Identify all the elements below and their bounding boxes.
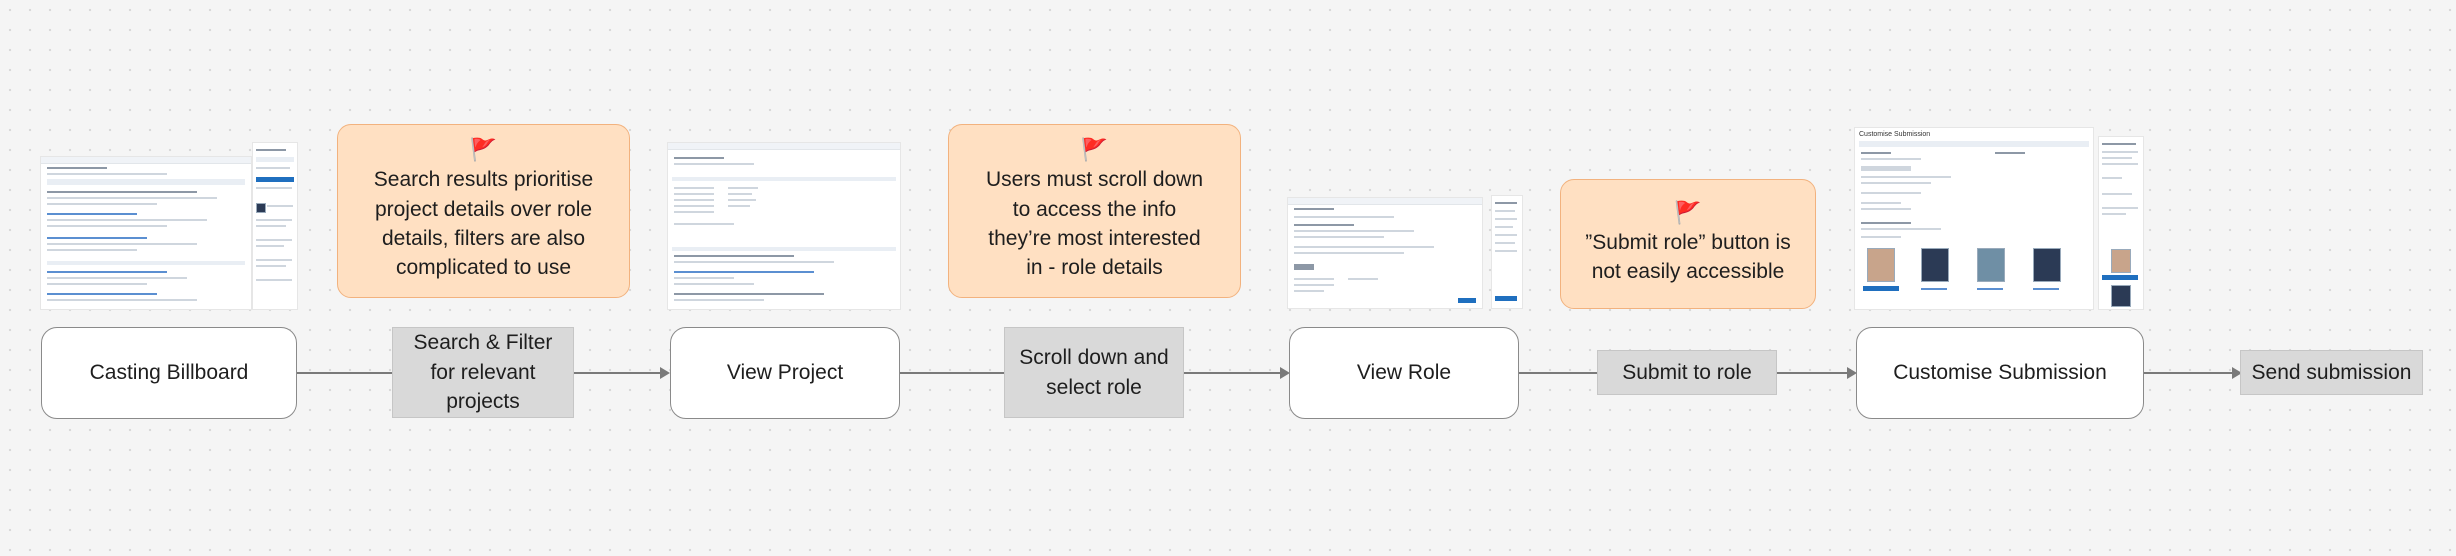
stage-customise-submission[interactable]: Customise Submission — [1856, 327, 2144, 419]
action-scroll-select-role: Scroll down and select role — [1004, 327, 1184, 418]
thumbnail-view-project — [668, 143, 900, 309]
red-flag-icon: 🚩 — [1674, 199, 1702, 225]
arrowhead-icon — [2232, 367, 2242, 379]
red-flag-icon: 🚩 — [1080, 137, 1109, 163]
arrowhead-icon — [660, 367, 670, 379]
pain-point-note-scroll: 🚩 Users must scroll down to access the i… — [948, 124, 1241, 298]
thumbnail-casting-billboard — [41, 157, 251, 309]
stage-view-project[interactable]: View Project — [670, 327, 900, 419]
pain-point-note-search: 🚩 Search results prioritise project deta… — [337, 124, 630, 298]
pain-point-text: Search results prioritise project detail… — [373, 168, 594, 280]
thumbnail-casting-filters — [253, 143, 297, 309]
connector-line — [2144, 372, 2240, 374]
pain-point-text: ”Submit role” button is not easily acces… — [1585, 230, 1791, 283]
pain-point-text: Users must scroll down to access the inf… — [985, 168, 1204, 280]
stage-casting-billboard[interactable]: Casting Billboard — [41, 327, 297, 419]
action-search-filter: Search & Filter for relevant projects — [392, 327, 574, 418]
thumbnail-view-role-side — [1492, 196, 1522, 308]
stage-view-role[interactable]: View Role — [1289, 327, 1519, 419]
thumbnail-customise-side — [2099, 137, 2143, 309]
red-flag-icon: 🚩 — [469, 137, 498, 163]
pain-point-note-submit: 🚩 ”Submit role” button is not easily acc… — [1560, 179, 1816, 309]
arrowhead-icon — [1847, 367, 1857, 379]
arrowhead-icon — [1280, 367, 1290, 379]
thumbnail-view-role — [1288, 198, 1482, 308]
action-submit-to-role: Submit to role — [1597, 350, 1777, 395]
thumbnail-customise-submission: Customise Submission — [1855, 128, 2093, 309]
thumbnail-customise-title: Customise Submission — [1859, 131, 1931, 138]
action-send-submission: Send submission — [2240, 350, 2423, 395]
